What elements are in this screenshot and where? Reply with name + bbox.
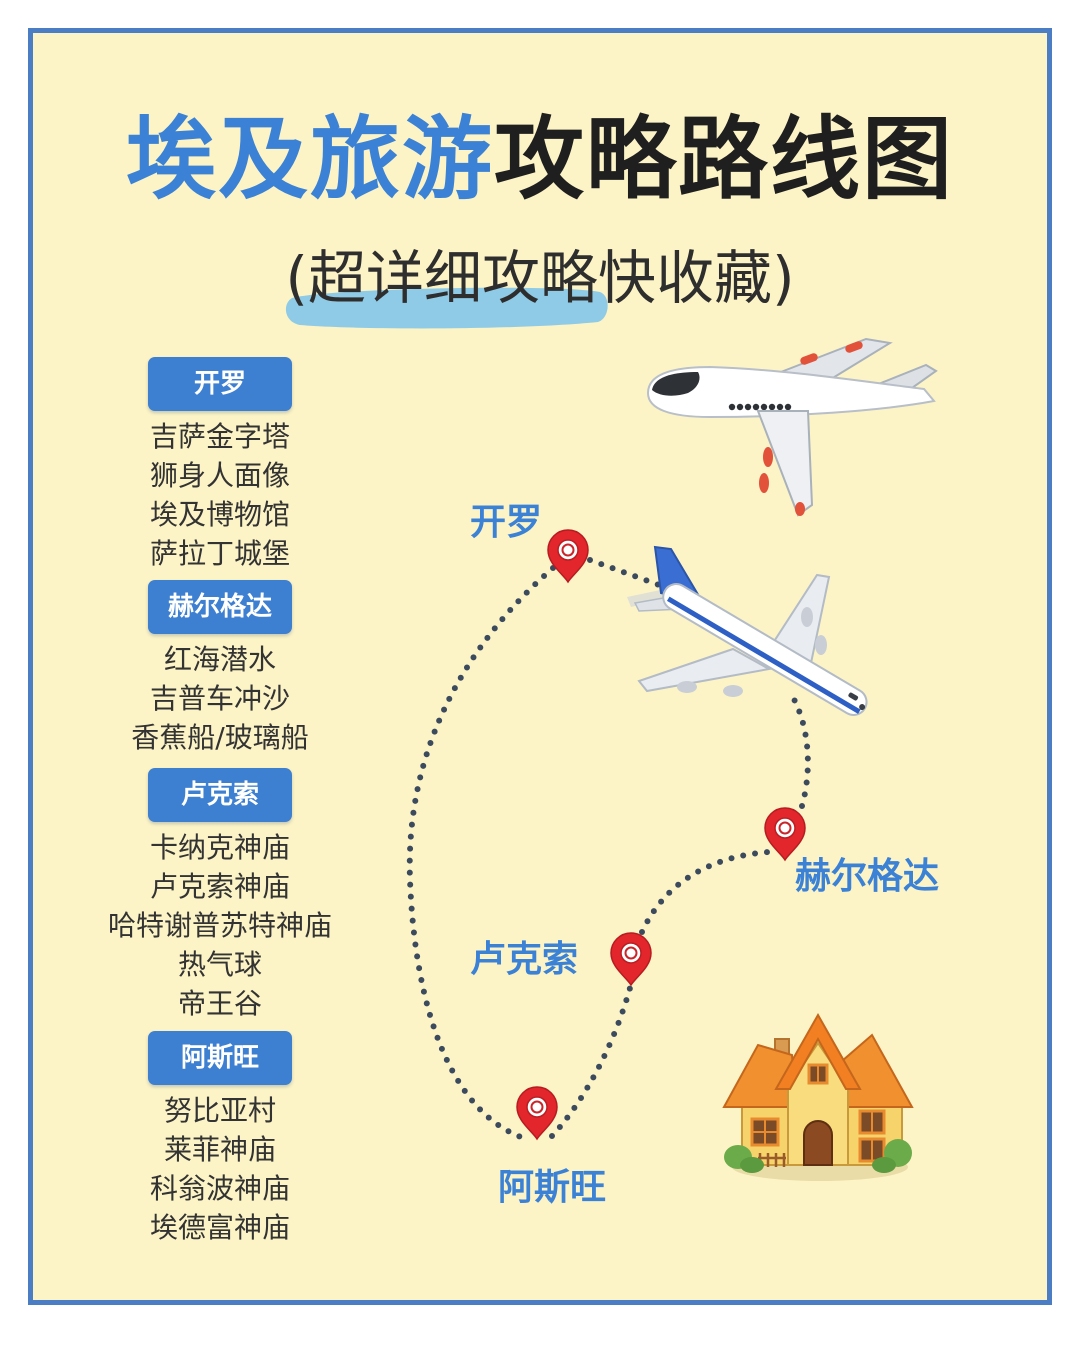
plane-engine: [795, 502, 805, 516]
list-item: 帝王谷: [177, 987, 262, 1020]
map-stop-label-hurghada: 赫尔格达: [795, 856, 940, 897]
pin-dot-inner: [778, 821, 792, 835]
pin-dot-outer: [774, 817, 796, 839]
house-left-roof: [722, 1043, 798, 1108]
plane-window: [768, 403, 776, 411]
house-bush: [872, 1157, 896, 1173]
map-stop-label-luxor: 卢克索: [470, 939, 579, 980]
list-item: 莱菲神庙: [163, 1133, 276, 1166]
list-item: 热气球: [177, 948, 262, 981]
plane-lower-wing: [756, 410, 814, 517]
plane-cockpit-window: [652, 372, 700, 396]
plane-fuselage: [646, 365, 936, 419]
list-item: 红海潜水: [163, 643, 276, 676]
section-aswan: 阿斯旺 努比亚村 莱菲神庙 科翁波神庙 埃德富神庙: [100, 1031, 340, 1247]
list-item: 埃德富神庙: [149, 1211, 290, 1244]
list-item: 卢克索神庙: [149, 870, 290, 903]
route-segment-aswan-luxor: [549, 985, 633, 1139]
map-pin-icon: [764, 807, 806, 862]
city-tag: 阿斯旺: [148, 1031, 292, 1085]
plane-window: [760, 403, 768, 411]
plane-engine: [845, 341, 863, 353]
section-luxor: 卢克索 卡纳克神庙 卢克索神庙 哈特谢普苏特神庙 热气球 帝王谷: [100, 768, 340, 1023]
map-pin-icon: [610, 932, 652, 987]
list-item: 吉普车冲沙: [149, 682, 290, 715]
list-item: 努比亚村: [163, 1094, 276, 1127]
plane-window: [736, 403, 744, 411]
plane-fuselage: [662, 583, 868, 716]
map-pin-icon: [516, 1086, 558, 1141]
plane-windows: [728, 403, 792, 411]
attraction-list: 红海潜水 吉普车冲沙 香蕉船/玻璃船: [100, 640, 340, 757]
subtitle-highlight-brush: [285, 287, 608, 329]
route-segment-cairo-plane: [587, 557, 665, 589]
house-door: [803, 1120, 833, 1166]
plane-stripe: [666, 596, 861, 714]
plane-lower-wing: [637, 647, 772, 693]
attraction-list: 卡纳克神庙 卢克索神庙 哈特谢普苏特神庙 热气球 帝王谷: [100, 828, 340, 1023]
plane-window: [728, 403, 736, 411]
attraction-list: 努比亚村 莱菲神庙 科翁波神庙 埃德富神庙: [100, 1091, 340, 1247]
plane-engine: [763, 447, 773, 467]
route-segment-luxor-hurghada: [639, 849, 771, 935]
route-segment-hurghada-plane: [787, 689, 811, 809]
plane-cockpit-window: [848, 692, 859, 701]
title-highlight: 埃及旅游: [126, 107, 494, 212]
map-stop-label-aswan: 阿斯旺: [498, 1167, 607, 1208]
cartoon-airplane-icon: [646, 337, 938, 517]
section-hurghada: 赫尔格达 红海潜水 吉普车冲沙 香蕉船/玻璃船: [100, 580, 340, 757]
house-center-roof: [774, 1012, 862, 1090]
city-tag: 开罗: [148, 357, 292, 411]
city-tag: 赫尔格达: [148, 580, 292, 634]
page-subtitle: (超详细攻略快收藏): [285, 244, 795, 312]
list-item: 香蕉船/玻璃船: [131, 721, 309, 754]
list-item: 埃及博物馆: [149, 498, 290, 531]
attraction-list: 吉萨金字塔 狮身人面像 埃及博物馆 萨拉丁城堡: [100, 417, 340, 573]
jet-airplane-icon: [627, 545, 868, 716]
plane-engine: [815, 635, 827, 655]
pin-dot-inner: [530, 1100, 544, 1114]
pin-dot-outer: [620, 942, 642, 964]
title-rest: 攻略路线图: [494, 107, 954, 212]
map-stop-label-cairo: 开罗: [470, 502, 543, 543]
pin-dot-outer: [557, 539, 579, 561]
plane-window: [744, 403, 752, 411]
plane-window: [776, 403, 784, 411]
city-tag: 卢克索: [148, 768, 292, 822]
page-title: 埃及旅游攻略路线图: [0, 110, 1080, 210]
plane-engine: [723, 685, 743, 697]
plane-engine: [800, 353, 818, 365]
house-window-panes: [752, 1065, 873, 1161]
list-item: 卡纳克神庙: [149, 831, 290, 864]
route-path: [406, 557, 811, 1143]
list-item: 吉萨金字塔: [149, 420, 290, 453]
pin-dot-inner: [624, 946, 638, 960]
map-pin-icon: [547, 529, 589, 584]
route-segment-cairo-aswan: [406, 565, 556, 1143]
plane-window: [752, 403, 760, 411]
list-item: 科翁波神庙: [149, 1172, 290, 1205]
plane-body: [662, 583, 868, 716]
pin-dot-inner: [561, 543, 575, 557]
plane-engine: [677, 681, 697, 693]
list-item: 萨拉丁城堡: [149, 537, 290, 570]
plane-window: [784, 403, 792, 411]
plane-engine: [759, 473, 769, 493]
house-bush: [740, 1157, 764, 1173]
pin-dot-outer: [526, 1096, 548, 1118]
plane-engine: [801, 607, 813, 627]
section-cairo: 开罗 吉萨金字塔 狮身人面像 埃及博物馆 萨拉丁城堡: [100, 357, 340, 573]
list-item: 狮身人面像: [149, 459, 290, 492]
house-icon: [722, 1012, 914, 1181]
list-item: 哈特谢普苏特神庙: [107, 909, 332, 942]
plane-nose: [859, 704, 866, 711]
